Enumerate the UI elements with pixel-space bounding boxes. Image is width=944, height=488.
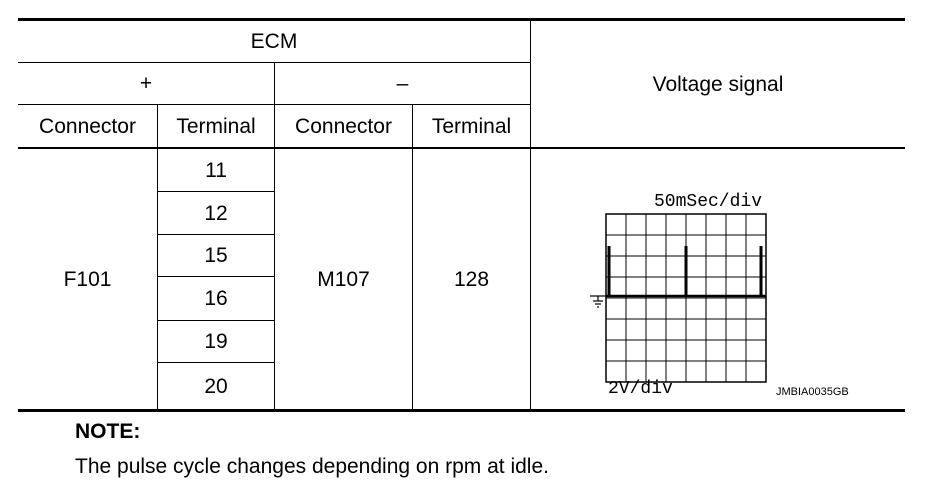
plus-terminal-cell: 12 <box>204 201 228 225</box>
header-bottom-border <box>18 147 905 149</box>
plus-connector-value: F101 <box>63 267 112 291</box>
ecm-signal-table: ECM + – Voltage signal Connector Termina… <box>18 18 905 412</box>
terminal-divider <box>157 234 275 235</box>
plus-terminal-cell: 15 <box>204 244 228 267</box>
header-minus-connector: Connector <box>295 114 392 138</box>
waveform-graphic <box>590 213 767 383</box>
table-top-border <box>18 18 905 21</box>
header-plus-connector: Connector <box>39 114 136 138</box>
terminal-divider <box>157 320 275 321</box>
ground-icon <box>590 295 606 308</box>
oscilloscope-waveform: 50mSec/div 2V/div JMBIA0035GB <box>588 190 878 400</box>
col-divider <box>274 62 275 412</box>
table-bottom-border <box>18 409 905 412</box>
plus-terminal-cell: 19 <box>204 330 228 353</box>
header-voltage-signal: Voltage signal <box>652 72 784 96</box>
plus-terminal-cell: 16 <box>204 287 228 310</box>
note-title: NOTE: <box>75 420 141 443</box>
header-minus: – <box>396 72 409 95</box>
terminal-divider <box>157 276 275 277</box>
time-per-division-label: 50mSec/div <box>654 192 763 212</box>
minus-terminal-value: 128 <box>453 267 490 291</box>
col-divider <box>157 104 158 412</box>
figure-code-label: JMBIA0035GB <box>776 386 849 398</box>
plus-terminal-cell: 11 <box>205 158 227 182</box>
volts-per-division-label: 2V/div <box>608 379 673 399</box>
terminal-divider <box>157 191 275 192</box>
plus-terminal-cell: 20 <box>204 374 228 398</box>
header-minus-terminal: Terminal <box>431 114 512 138</box>
header-plus: + <box>139 72 153 95</box>
minus-connector-value: M107 <box>317 267 370 291</box>
note-text: The pulse cycle changes depending on rpm… <box>75 455 549 478</box>
col-divider <box>412 104 413 412</box>
col-divider <box>530 18 531 412</box>
scope-grid-horizontal <box>606 234 766 362</box>
header-plus-terminal: Terminal <box>176 114 256 138</box>
terminal-divider <box>157 362 275 363</box>
header-ecm: ECM <box>250 30 298 53</box>
